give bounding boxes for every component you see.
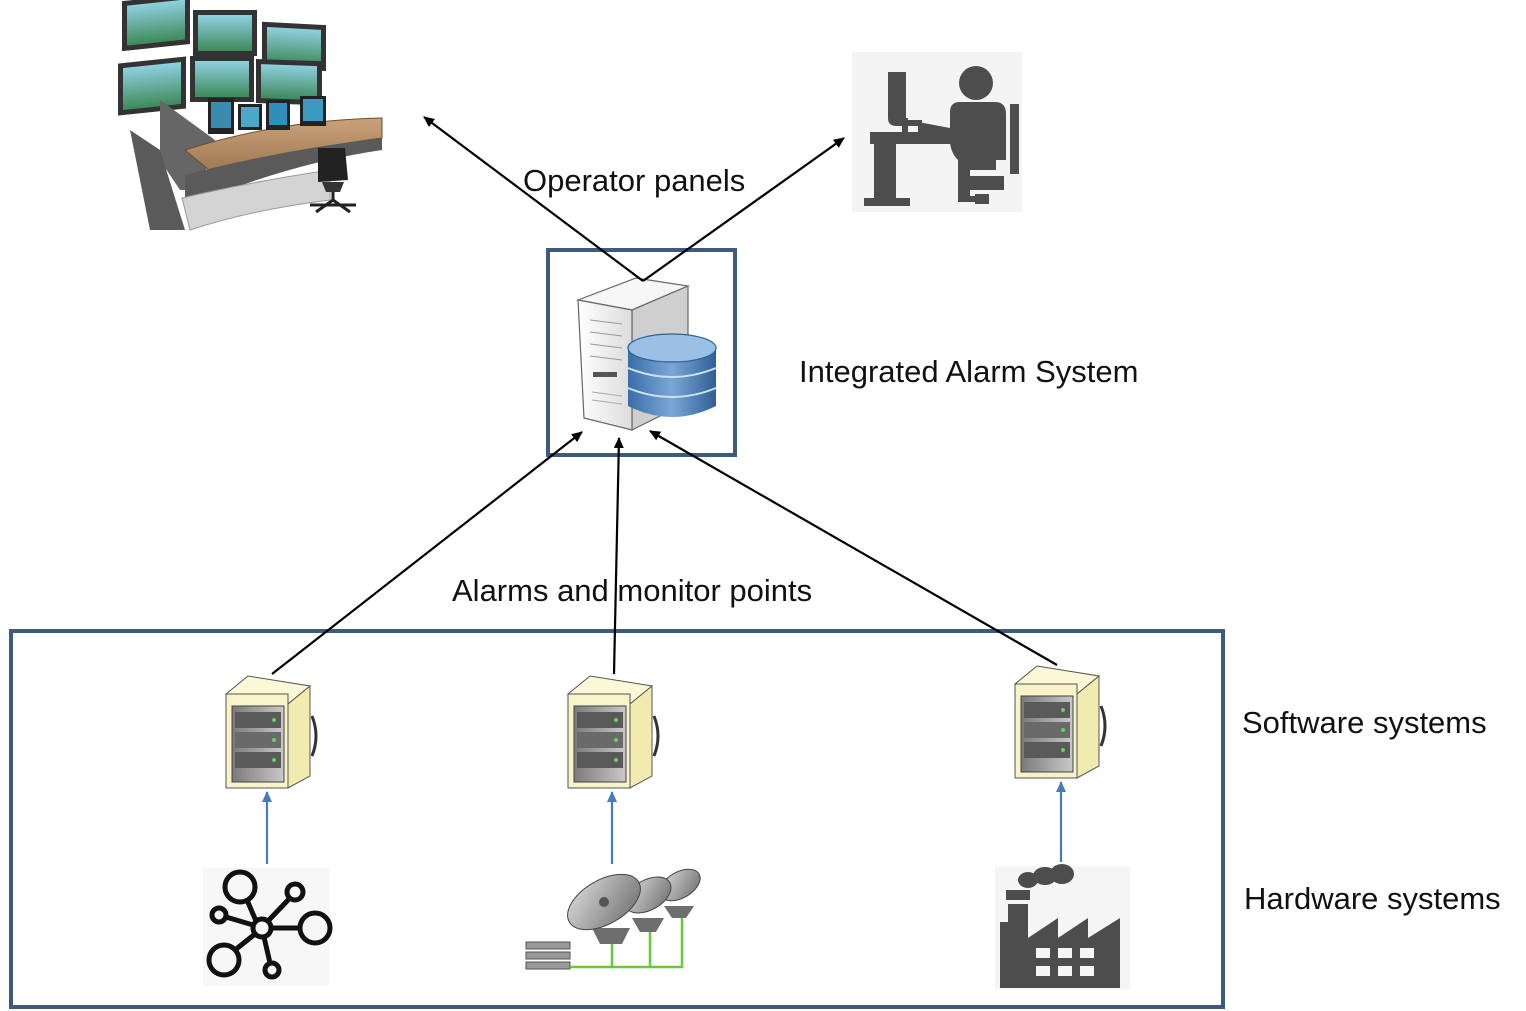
arrow-software3-to-alarm	[649, 430, 1058, 666]
hardware-systems-label: Hardware systems	[1244, 881, 1501, 916]
satellite-dish-array-icon	[525, 868, 701, 970]
arrow-to-control-room	[423, 116, 644, 282]
operator-at-desk-icon	[852, 52, 1022, 212]
integrated-alarm-system-label: Integrated Alarm System	[799, 354, 1139, 389]
server-tower-icon	[566, 674, 660, 790]
arrow-software2-to-alarm	[612, 437, 624, 675]
subsystems-frame	[9, 629, 1225, 1009]
operator-panels-label: Operator panels	[523, 163, 746, 198]
network-hub-icon	[203, 868, 333, 986]
arrow-software1-to-alarm	[271, 431, 583, 675]
server-with-database-icon	[575, 277, 717, 431]
alarms-and-monitor-points-label: Alarms and monitor points	[452, 573, 813, 608]
arrow-to-operator-workstation	[642, 137, 845, 282]
alarm-system-frame	[546, 248, 737, 457]
server-tower-icon	[1013, 664, 1107, 780]
factory-icon	[995, 864, 1130, 990]
software-systems-label: Software systems	[1242, 705, 1487, 740]
server-tower-icon	[224, 674, 318, 790]
control-room-console-icon	[118, 0, 383, 231]
